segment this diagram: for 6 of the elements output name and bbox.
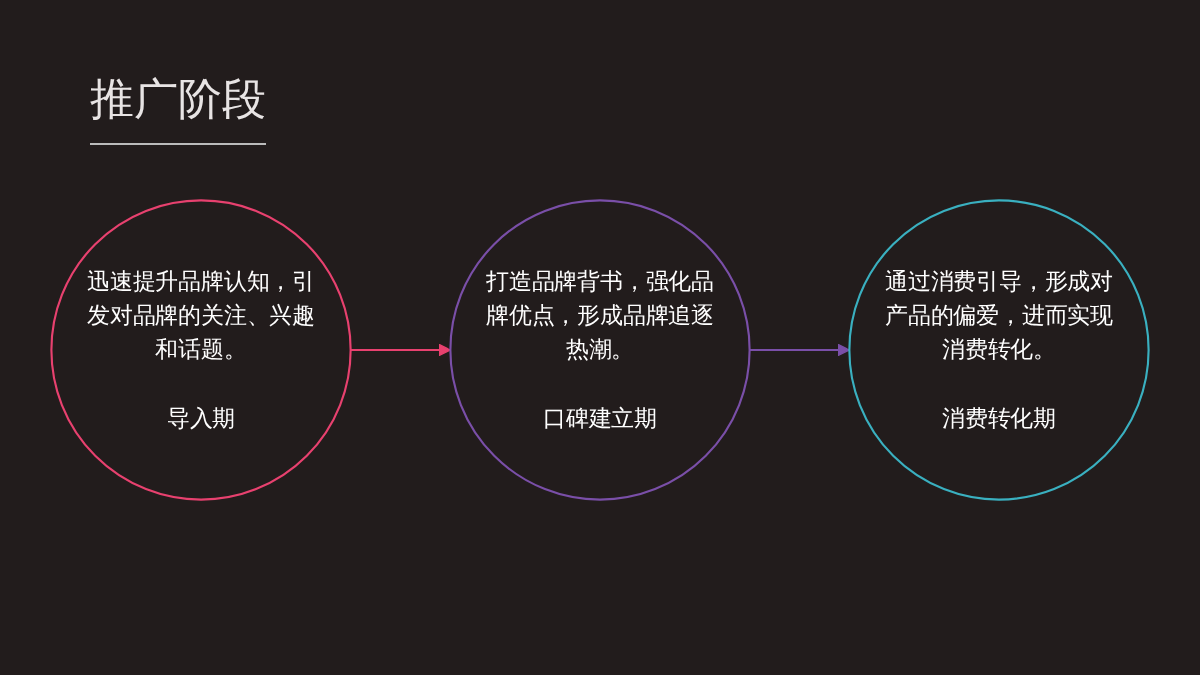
slide-title: 推广阶段 xyxy=(90,70,266,145)
arrow xyxy=(749,343,850,357)
node-circle: 迅速提升品牌认知，引发对品牌的关注、兴趣和话题。 导入期 xyxy=(50,199,352,501)
node-circle: 通过消费引导，形成对产品的偏爱，进而实现消费转化。 消费转化期 xyxy=(848,199,1150,501)
node-circle: 打造品牌背书，强化品牌优点，形成品牌追逐热潮。 口碑建立期 xyxy=(449,199,751,501)
arrow xyxy=(350,343,451,357)
